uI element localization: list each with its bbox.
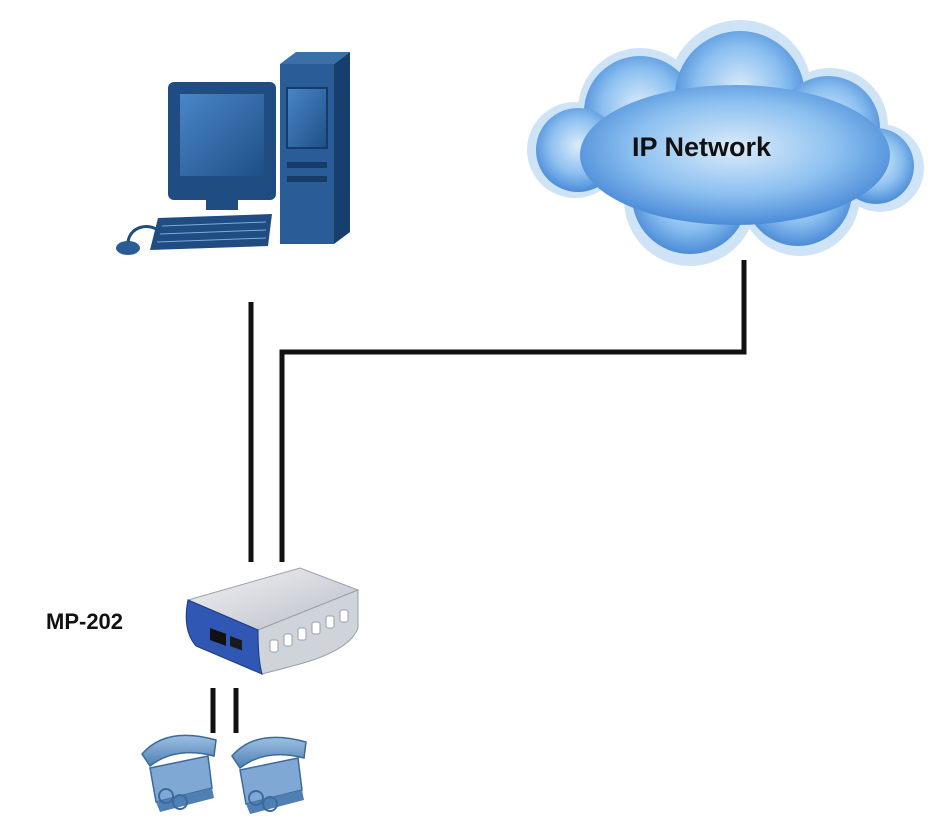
gateway-device-icon <box>185 567 360 675</box>
network-cloud-label: IP Network <box>632 132 772 162</box>
cloud-icon <box>527 20 924 266</box>
telephone-icon <box>141 734 217 812</box>
link-network-to-gateway <box>279 260 747 562</box>
connection-lines <box>210 260 747 733</box>
telephone-icon <box>231 736 307 814</box>
gateway-device-label: MP-202 <box>46 609 124 634</box>
desktop-computer-icon <box>116 52 350 255</box>
